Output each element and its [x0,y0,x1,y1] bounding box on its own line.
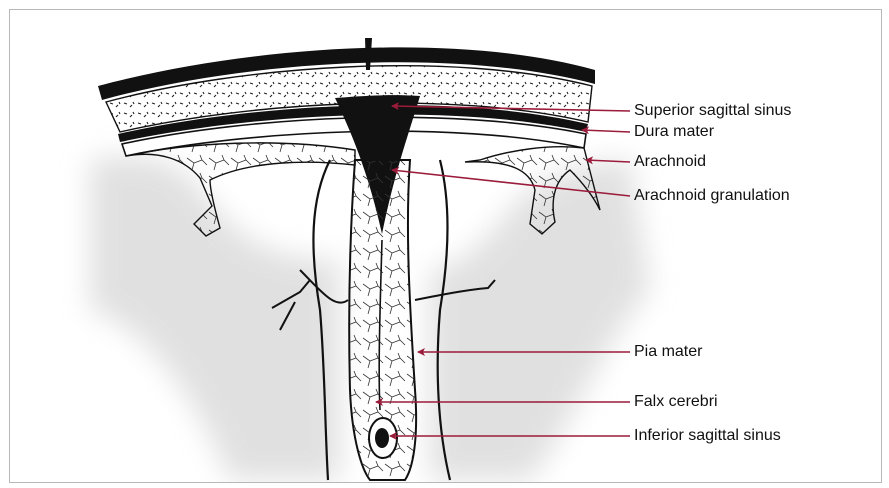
diagram-frame: Superior sagittal sinus Dura mater Arach… [9,9,882,483]
label-pia-mater: Pia mater [634,343,702,361]
label-inferior-sagittal-sinus: Inferior sagittal sinus [634,427,781,445]
meninges-illustration [10,10,882,483]
pointer-dura-mater [582,130,630,132]
label-falx-cerebri: Falx cerebri [634,393,718,411]
label-superior-sagittal-sinus: Superior sagittal sinus [634,102,791,120]
label-arachnoid: Arachnoid [634,153,706,171]
label-dura-mater: Dura mater [634,123,714,141]
label-arachnoid-granulation: Arachnoid granulation [634,187,790,205]
